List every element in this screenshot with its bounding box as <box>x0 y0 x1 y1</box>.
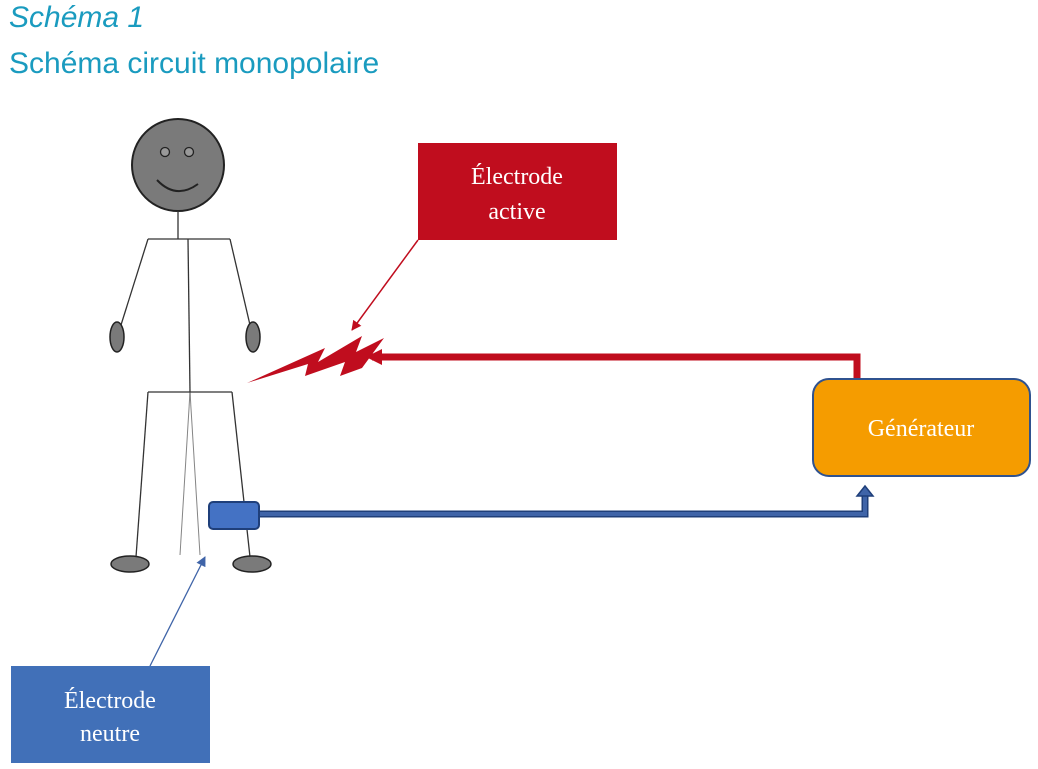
figure-torso <box>187 238 191 393</box>
figure-foot-right <box>232 555 272 573</box>
figure-smile <box>156 179 199 192</box>
neutral-wire-outline <box>258 494 869 518</box>
active-electrode-box: Électrode active <box>418 143 617 240</box>
generator-label: Générateur <box>868 416 975 442</box>
figure-hand-right <box>245 321 261 353</box>
figure-arm-left <box>120 238 149 326</box>
spark-icon <box>247 336 384 383</box>
neutral-electrode-rect <box>11 666 210 763</box>
stick-figure <box>109 118 272 573</box>
neutral-electrode-label-line2: neutre <box>80 721 140 747</box>
neutral-wire <box>258 494 867 516</box>
figure-leg-right <box>231 391 251 558</box>
neutral-electrode-box: Électrode neutre <box>11 666 210 763</box>
figure-eye-left <box>159 146 171 158</box>
generator-box: Générateur <box>812 378 1031 477</box>
active-electrode-label-line1: Électrode <box>471 164 563 190</box>
active-wire-arrowhead <box>366 349 382 365</box>
neutral-electrode-pad <box>208 501 260 530</box>
active-electrode-label-line2: active <box>488 199 545 225</box>
active-wire <box>372 353 861 379</box>
figure-leg-inner-right <box>189 391 201 556</box>
active-electrode-pointer <box>351 239 419 331</box>
figure-subtitle: Schéma circuit monopolaire <box>9 47 380 80</box>
figure-head <box>131 118 225 212</box>
figure-leg-inner-left <box>179 391 191 556</box>
neutral-electrode-pointer <box>149 556 206 667</box>
figure-leg-left <box>135 391 149 558</box>
figure-arm-right <box>229 238 251 326</box>
generator-rect <box>812 378 1031 477</box>
active-electrode-rect <box>418 143 617 240</box>
figure-number: Schéma 1 <box>9 1 145 34</box>
figure-eye-right <box>183 146 195 158</box>
figure-hand-left <box>109 321 125 353</box>
figure-title-block: Schéma 1 Schéma circuit monopolaire <box>9 0 379 82</box>
neutral-electrode-label-line1: Électrode <box>64 688 156 714</box>
figure-foot-left <box>110 555 150 573</box>
neutral-wire-arrowhead <box>855 484 875 497</box>
